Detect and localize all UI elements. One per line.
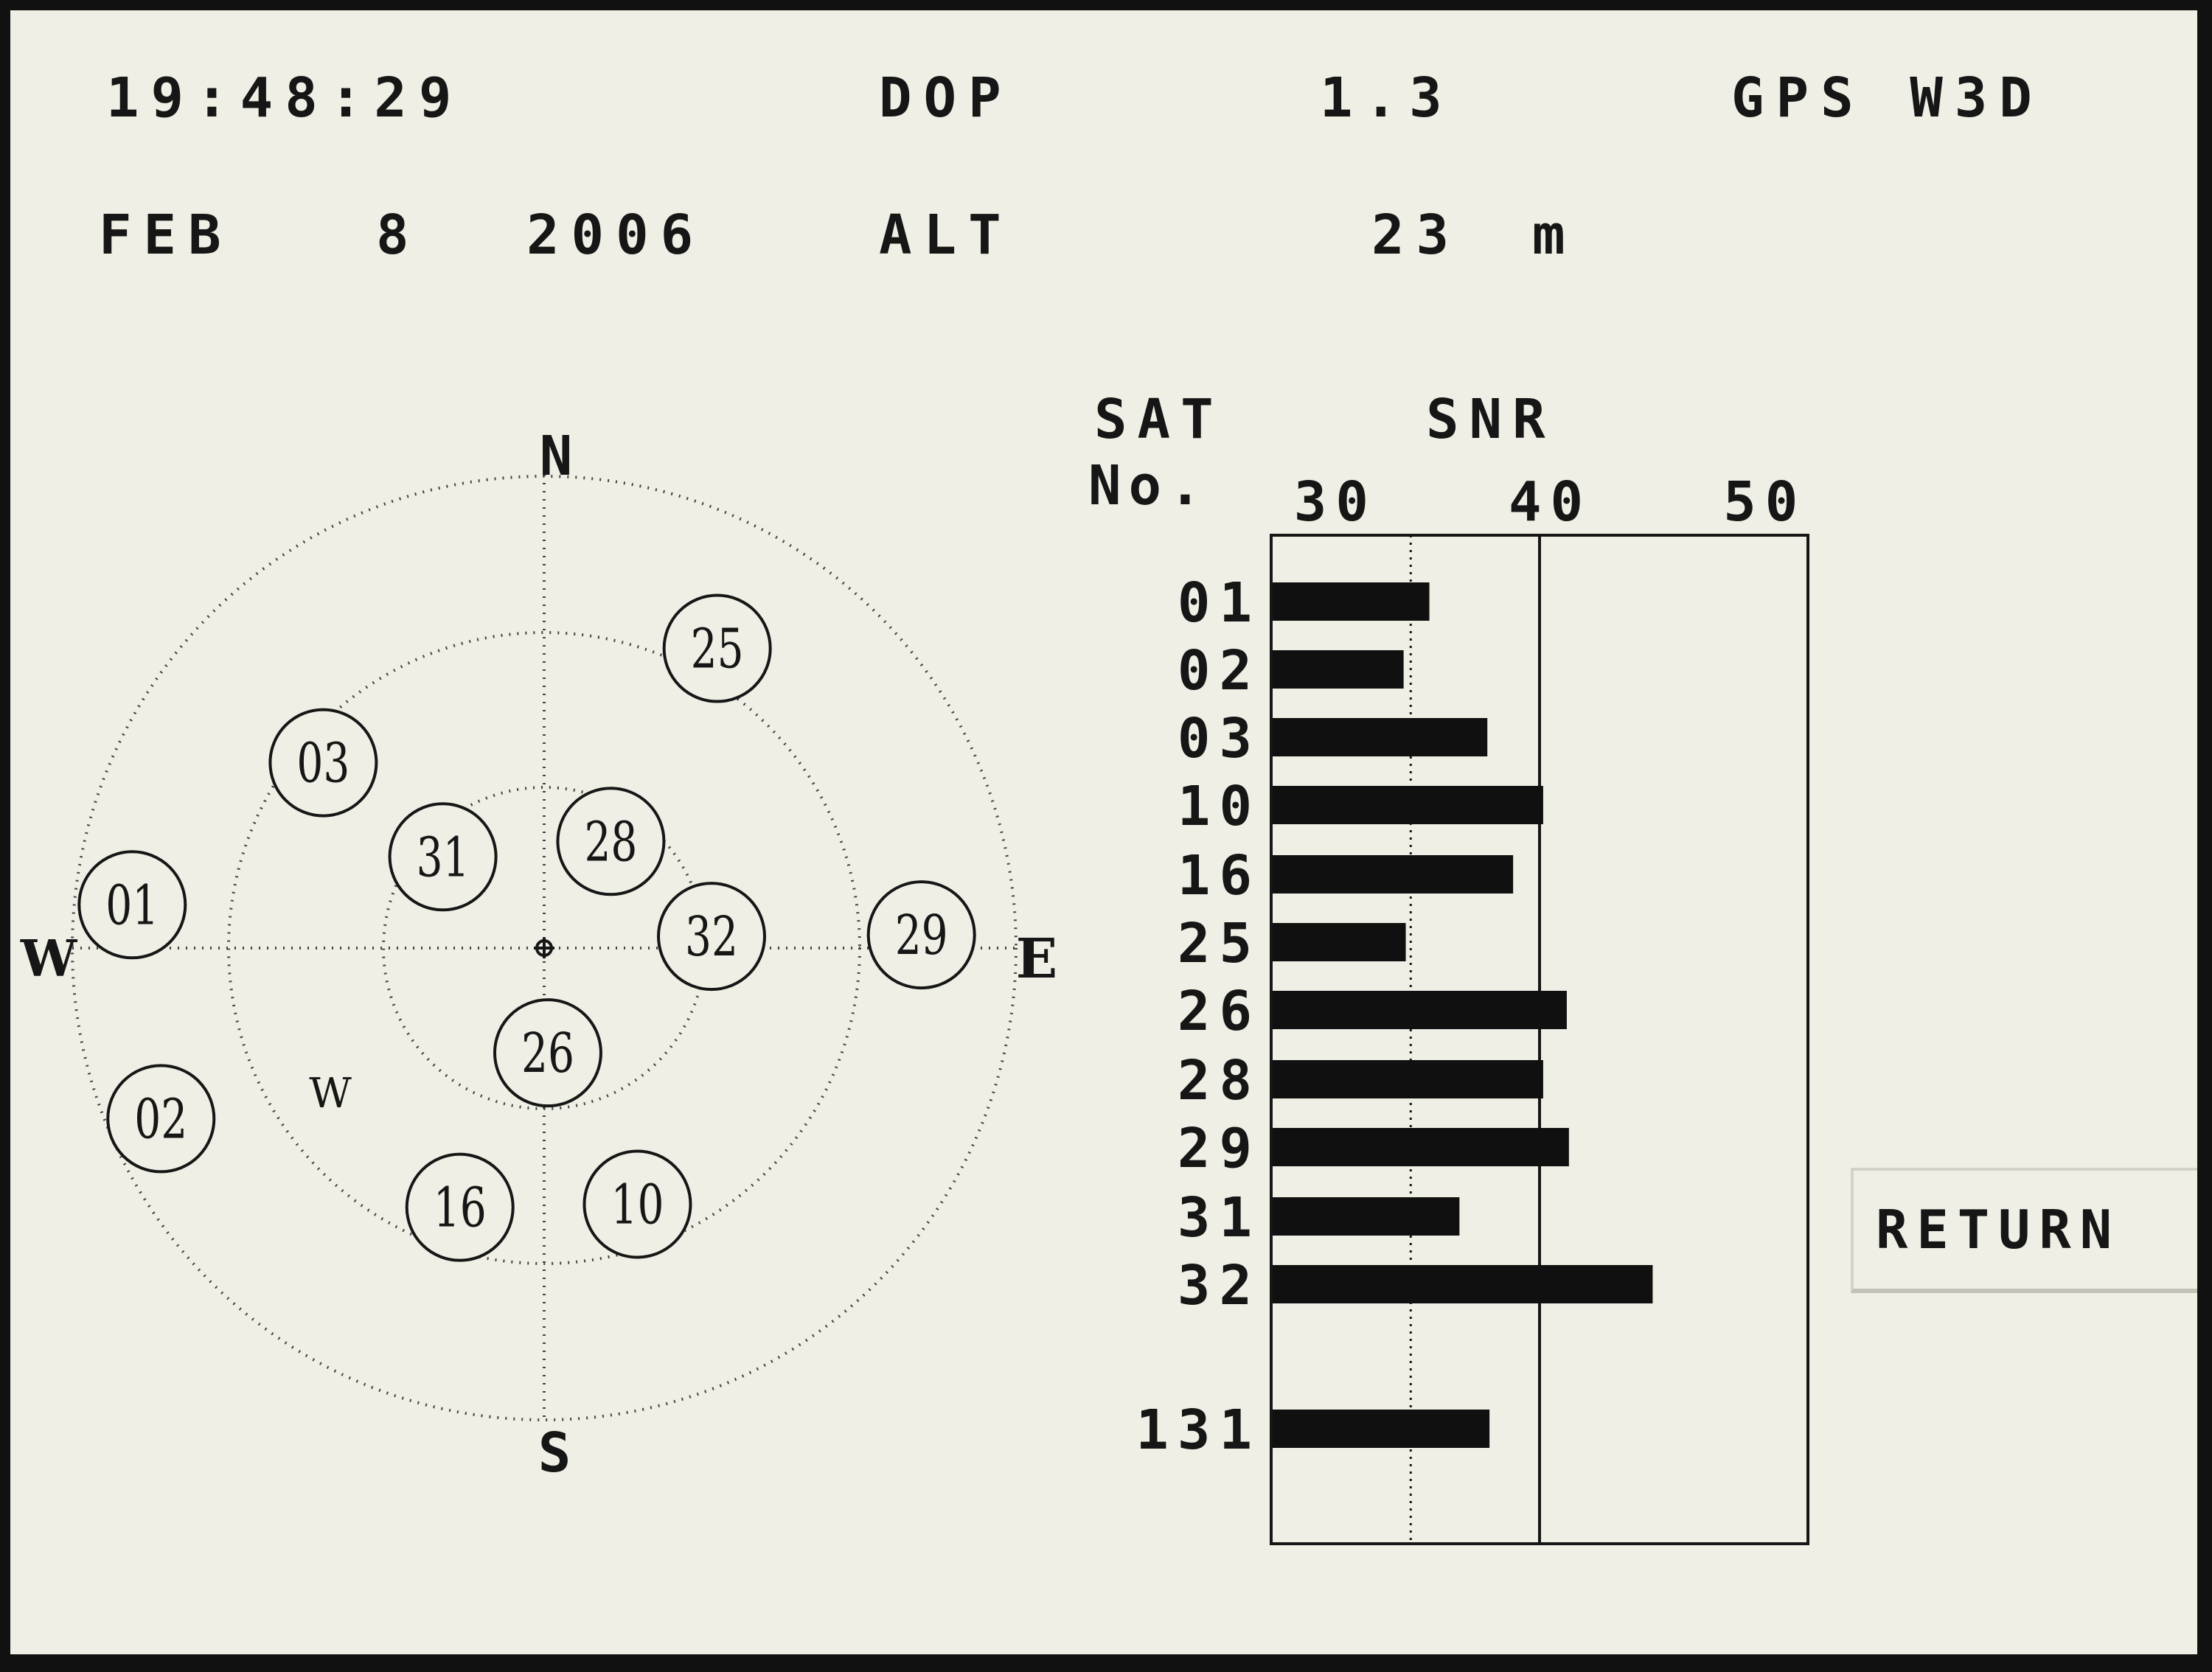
snr-header-sat: SAT bbox=[1094, 394, 1224, 451]
return-button-label: RETURN bbox=[1876, 1199, 2121, 1261]
satellite-marker-ring bbox=[405, 1152, 515, 1262]
snr-bar bbox=[1273, 923, 1406, 961]
satellite-marker: 32 bbox=[657, 882, 767, 992]
snr-tick-label: 40 bbox=[1509, 470, 1592, 534]
satellite-id-label: 31 bbox=[417, 826, 470, 889]
snr-tick-label: 30 bbox=[1294, 470, 1377, 534]
fix-mode-label: GPS W3D bbox=[1731, 66, 2044, 130]
snr-sat-label: 32 bbox=[1178, 1254, 1261, 1317]
satellite-id-label: 25 bbox=[691, 618, 744, 681]
satellite-id-label: 03 bbox=[296, 732, 349, 795]
snr-bar bbox=[1273, 1410, 1490, 1448]
satellite-marker: 10 bbox=[582, 1149, 692, 1259]
snr-bar bbox=[1273, 1197, 1460, 1236]
snr-bar bbox=[1273, 582, 1430, 621]
snr-bar bbox=[1273, 650, 1404, 689]
snr-bar bbox=[1273, 1128, 1569, 1166]
date-day: 8 bbox=[376, 203, 421, 267]
snr-sat-label: 29 bbox=[1178, 1117, 1261, 1180]
snr-bar bbox=[1273, 855, 1514, 894]
snr-sat-label: 25 bbox=[1178, 912, 1261, 975]
return-button[interactable]: RETURN bbox=[1851, 1168, 2197, 1293]
satellite-marker-ring bbox=[77, 850, 187, 960]
satellite-marker-ring bbox=[493, 998, 602, 1108]
snr-sat-label: 02 bbox=[1178, 639, 1261, 703]
altitude-value: 23 bbox=[1371, 203, 1461, 267]
satellite-id-label: 10 bbox=[611, 1173, 664, 1236]
satellite-marker-ring bbox=[662, 593, 772, 703]
snr-bar bbox=[1273, 718, 1488, 756]
snr-bar bbox=[1273, 786, 1543, 824]
compass-south: S bbox=[538, 1421, 571, 1485]
snr-bar bbox=[1273, 1060, 1543, 1098]
date-month: FEB bbox=[99, 203, 233, 267]
date-year: 2006 bbox=[526, 203, 706, 267]
compass-north: N bbox=[540, 425, 573, 488]
gps-display-screen: 19:48:29 DOP 1.3 GPS W3D FEB 8 2006 ALT … bbox=[10, 10, 2197, 1654]
dop-label: DOP bbox=[879, 66, 1013, 130]
snr-bar bbox=[1273, 1265, 1653, 1303]
snr-sat-label: 10 bbox=[1178, 775, 1261, 838]
snr-sat-label: 28 bbox=[1178, 1049, 1261, 1112]
satellite-marker: 01 bbox=[77, 850, 187, 960]
satellite-marker-ring bbox=[388, 802, 498, 912]
satellite-marker: 26 bbox=[493, 998, 602, 1108]
compass-west: W bbox=[20, 930, 78, 989]
satellite-id-label: 32 bbox=[685, 905, 738, 969]
snr-header-no: No. bbox=[1088, 454, 1209, 518]
satellite-marker: 25 bbox=[662, 593, 772, 703]
snr-sat-label: 16 bbox=[1178, 844, 1261, 908]
snr-sat-label: 03 bbox=[1178, 707, 1261, 770]
time-readout: 19:48:29 bbox=[106, 66, 464, 130]
snr-sat-label: 26 bbox=[1178, 980, 1261, 1043]
snr-sat-label: 31 bbox=[1178, 1186, 1261, 1250]
satellite-marker: 02 bbox=[106, 1064, 216, 1174]
satellite-marker: 28 bbox=[556, 787, 666, 896]
compass-east: E bbox=[1016, 927, 1057, 991]
satellite-marker: 03 bbox=[268, 708, 378, 818]
own-position-marker: W bbox=[309, 1070, 352, 1118]
satellite-id-label: 02 bbox=[134, 1087, 187, 1151]
snr-bar bbox=[1273, 991, 1567, 1029]
satellite-id-label: 16 bbox=[434, 1177, 487, 1240]
satellite-marker-ring bbox=[106, 1064, 216, 1174]
altitude-unit: m bbox=[1532, 203, 1577, 267]
satellite-id-label: 28 bbox=[584, 810, 637, 874]
satellite-marker: 31 bbox=[388, 802, 498, 912]
altitude-label: ALT bbox=[879, 203, 1013, 267]
satellite-id-label: 29 bbox=[895, 904, 948, 967]
satellite-marker: 16 bbox=[405, 1152, 515, 1262]
snr-sat-label: 131 bbox=[1135, 1398, 1261, 1462]
snr-header-snr: SNR bbox=[1426, 394, 1556, 451]
satellite-marker-ring bbox=[556, 787, 666, 896]
satellite-marker-ring bbox=[866, 880, 976, 990]
satellite-marker: 29 bbox=[866, 880, 976, 990]
satellite-marker-ring bbox=[268, 708, 378, 818]
snr-bar-chart: SAT No. SNR 30 40 50 0102031016252628293132… bbox=[1088, 394, 1809, 1545]
satellite-marker-ring bbox=[582, 1149, 692, 1259]
satellite-id-label: 01 bbox=[105, 874, 159, 937]
dop-value: 1.3 bbox=[1320, 66, 1454, 130]
satellite-markers: 03 25 28 31 01 32 29 02 26 16 10 bbox=[77, 593, 976, 1262]
satellite-id-label: 26 bbox=[521, 1022, 574, 1085]
snr-tick-label: 50 bbox=[1723, 470, 1806, 534]
snr-sat-label: 01 bbox=[1178, 571, 1261, 635]
satellite-marker-ring bbox=[657, 882, 767, 992]
satellite-sky-plot: N S E W W 03 25 28 31 01 32 29 02 26 16 10 bbox=[20, 425, 1057, 1485]
